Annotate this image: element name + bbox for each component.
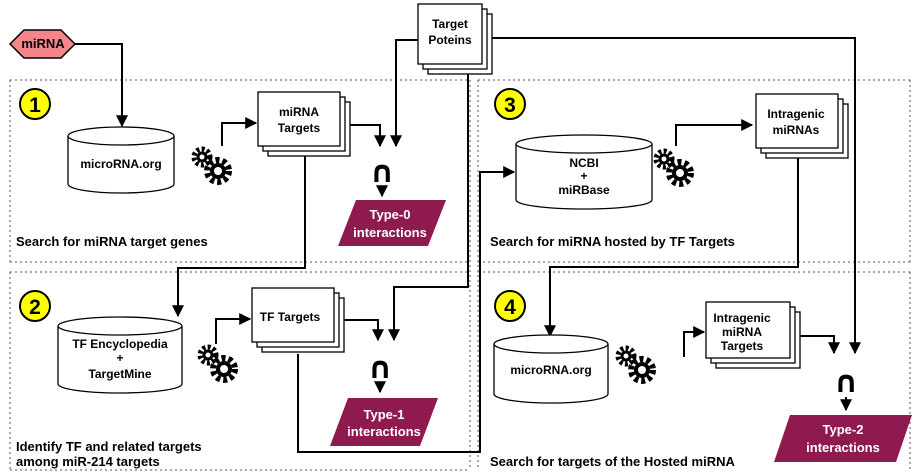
doc-label-line1: Intragenic bbox=[767, 107, 825, 121]
target-proteins-line2: Poteins bbox=[428, 33, 472, 47]
doc-mirna-targets: miRNA Targets bbox=[257, 91, 351, 157]
output-label-line1: Type-0 bbox=[370, 207, 411, 222]
output-label-line2: interactions bbox=[353, 225, 427, 240]
gears-icon bbox=[194, 149, 229, 182]
doc-label-line1: miRNA bbox=[279, 105, 319, 119]
intersection-icon: ∩ bbox=[370, 155, 394, 190]
mirna-diamond bbox=[8, 29, 77, 59]
section1-caption: Search for miRNA target genes bbox=[16, 234, 208, 249]
gears-icon bbox=[200, 347, 235, 380]
db-label: microRNA.org bbox=[510, 363, 591, 377]
doc-label-line2: miRNA bbox=[722, 325, 762, 339]
doc-label-line2: miRNAs bbox=[773, 123, 820, 137]
db-label-line2: + bbox=[116, 351, 123, 365]
gears-icon bbox=[618, 348, 653, 381]
mirna-label: miRNA bbox=[21, 36, 65, 51]
doc-label-line2: Targets bbox=[278, 121, 321, 135]
step-number: 4 bbox=[504, 296, 516, 319]
db-ncbi-mirbase: NCBI + miRBase bbox=[515, 134, 653, 210]
target-proteins-line1: Target bbox=[432, 17, 468, 31]
output-type1: Type-1 interactions bbox=[330, 398, 438, 446]
step-number: 2 bbox=[29, 296, 41, 319]
gears-icon bbox=[656, 151, 691, 184]
section2-caption-line2: among miR-214 targets bbox=[16, 454, 160, 469]
db-microrna-org-4: microRNA.org bbox=[493, 334, 609, 404]
step-number: 3 bbox=[504, 94, 516, 117]
section2-caption-line1: Identify TF and related targets bbox=[16, 439, 202, 454]
mirna-input: miRNA bbox=[8, 29, 77, 59]
intersection-icon: ∩ bbox=[834, 365, 858, 400]
db-label-line2: + bbox=[580, 169, 587, 183]
connectors bbox=[75, 37, 861, 453]
step-badge-3: 3 bbox=[494, 88, 526, 120]
doc-label: TF Targets bbox=[260, 310, 321, 324]
doc-tf-targets: TF Targets bbox=[251, 287, 345, 353]
step-badge-1: 1 bbox=[19, 88, 51, 120]
doc-intragenic-mirnas: Intragenic miRNAs bbox=[755, 93, 849, 159]
intersection-icon: ∩ bbox=[368, 351, 392, 386]
output-label-line1: Type-2 bbox=[823, 422, 864, 437]
db-label: microRNA.org bbox=[80, 157, 161, 171]
db-label-line3: miRBase bbox=[558, 183, 610, 197]
step-badge-4: 4 bbox=[494, 290, 526, 322]
output-type2: Type-2 interactions bbox=[774, 415, 912, 462]
output-label-line2: interactions bbox=[806, 440, 880, 455]
db-label-line3: TargetMine bbox=[88, 367, 151, 381]
db-label-line1: NCBI bbox=[569, 156, 598, 170]
output-label-line1: Type-1 bbox=[364, 407, 405, 422]
db-label-line1: TF Encyclopedia bbox=[72, 337, 168, 351]
step-badge-2: 2 bbox=[19, 290, 51, 322]
output-label-line2: interactions bbox=[347, 424, 421, 439]
output-type0: Type-0 interactions bbox=[338, 200, 446, 246]
doc-label-line1: Intragenic bbox=[713, 311, 771, 325]
section4-caption: Search for targets of the Hosted miRNA bbox=[490, 454, 735, 469]
db-tf-encyclopedia: TF Encyclopedia + TargetMine bbox=[57, 316, 183, 394]
doc-intragenic-mirna-targets: Intragenic miRNA Targets bbox=[705, 301, 801, 369]
target-proteins-doc: Target Poteins bbox=[417, 3, 493, 75]
db-microrna-org-1: microRNA.org bbox=[67, 126, 175, 194]
doc-label-line3: Targets bbox=[721, 339, 764, 353]
section3-caption: Search for miRNA hosted by TF Targets bbox=[490, 234, 735, 249]
step-number: 1 bbox=[29, 94, 41, 117]
